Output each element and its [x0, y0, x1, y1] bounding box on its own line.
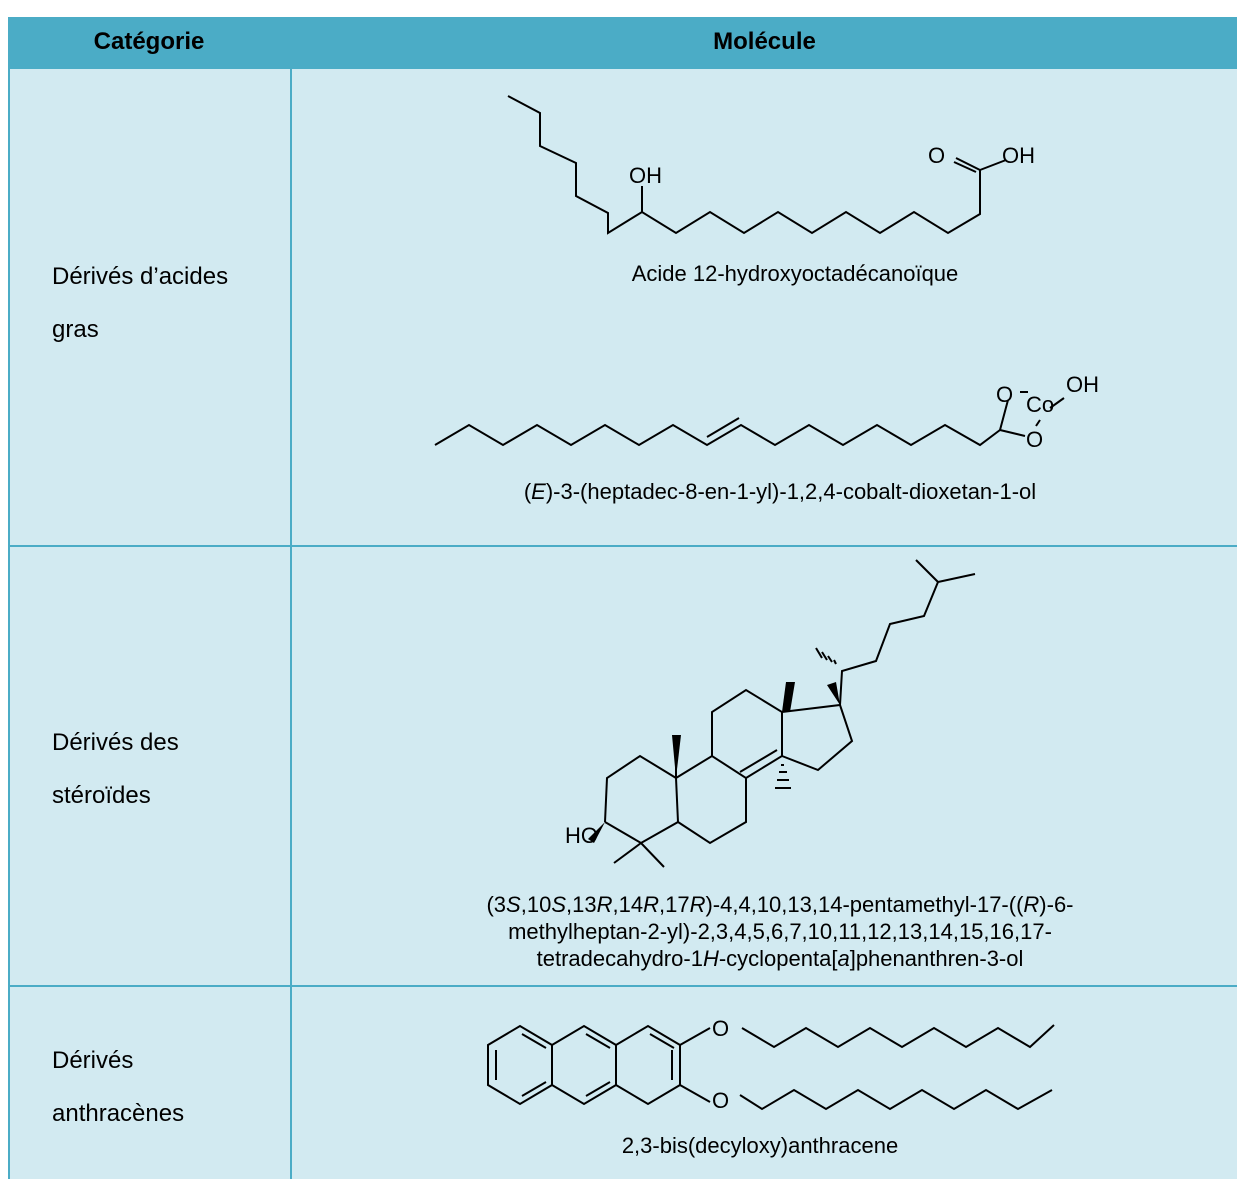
- svg-text:OH: OH: [1066, 372, 1099, 397]
- table-line: [8, 67, 1237, 69]
- svg-text:O: O: [928, 143, 945, 168]
- category-anthracenes: Dérivés anthracènes: [52, 1047, 185, 1127]
- svg-text:HO: HO: [565, 823, 598, 848]
- table-row-anthracenes: [8, 987, 1237, 1179]
- molecule-name: 2,3-bis(decyloxy)anthracene: [621, 1133, 899, 1158]
- svg-text:O: O: [712, 1016, 729, 1041]
- header-molecule: Molécule: [713, 28, 816, 55]
- table-header: Catégorie Molécule: [8, 17, 1237, 67]
- molecule-name: (E)-3-(heptadec-8-en-1-yl)-1,2,4-cobalt-…: [523, 479, 1037, 504]
- molecule-name: Acide 12-hydroxyoctadécanoïque: [631, 261, 959, 286]
- table-border-left: [8, 17, 10, 1179]
- molecule-name: (3S,10S,13R,14R,17R)-4,4,10,13,14-pentam…: [486, 892, 1074, 971]
- svg-text:Co: Co: [1026, 392, 1054, 417]
- svg-text:O: O: [996, 382, 1013, 407]
- table-row-fatty-acids: [8, 69, 1237, 545]
- svg-text:O: O: [712, 1088, 729, 1113]
- table-line: [8, 985, 1237, 987]
- svg-text:OH: OH: [1002, 143, 1035, 168]
- category-steroids: Dérivés des stéroïdes: [52, 729, 179, 809]
- header-category: Catégorie: [93, 28, 205, 55]
- svg-text:OH: OH: [629, 163, 662, 188]
- category-fatty-acids: Dérivés d’acides gras: [52, 263, 229, 343]
- table-line: [8, 545, 1237, 547]
- table-divider: [290, 17, 292, 1179]
- svg-text:O: O: [1026, 427, 1043, 452]
- table-row-steroids: [8, 547, 1237, 985]
